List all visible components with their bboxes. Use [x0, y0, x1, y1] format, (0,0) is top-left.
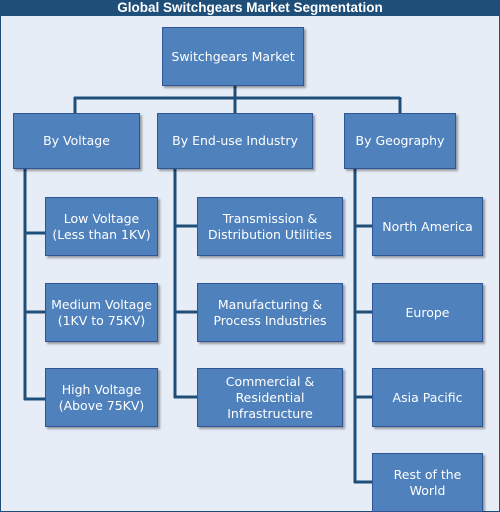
node-label: Commercial & Residential Infrastructure — [225, 373, 315, 421]
category-label: By End-use Industry — [172, 133, 298, 148]
node-rest-of-the-world: Rest of the World — [372, 453, 483, 512]
category-by-voltage: By Voltage — [13, 113, 140, 169]
node-north-america: North America — [372, 197, 483, 256]
category-label: By Voltage — [43, 133, 110, 148]
node-medium-voltage: Medium Voltage (1KV to 75KV) — [45, 283, 158, 342]
category-by-end-use-industry: By End-use Industry — [157, 113, 313, 169]
node-europe: Europe — [372, 283, 483, 342]
node-label: High Voltage (Above 75KV) — [58, 381, 145, 413]
node-low-voltage: Low Voltage (Less than 1KV) — [45, 197, 158, 256]
node-transmission-distribution: Transmission & Distribution Utilities — [197, 197, 343, 256]
category-label: By Geography — [355, 133, 445, 148]
title-bar — [1, 1, 499, 16]
node-asia-pacific: Asia Pacific — [372, 368, 483, 427]
node-label: Low Voltage (Less than 1KV) — [52, 210, 151, 242]
diagram-title: Global Switchgears Market Segmentation — [117, 0, 383, 15]
node-manufacturing-process: Manufacturing & Process Industries — [197, 283, 343, 342]
node-high-voltage: High Voltage (Above 75KV) — [45, 368, 158, 427]
node-label: Europe — [405, 304, 450, 320]
node-label: Rest of the World — [393, 466, 462, 498]
node-label: North America — [382, 218, 473, 234]
node-label: Manufacturing & Process Industries — [213, 296, 327, 328]
root-node: Switchgears Market — [162, 27, 304, 86]
node-label: Medium Voltage (1KV to 75KV) — [51, 296, 152, 328]
node-label: Transmission & Distribution Utilities — [208, 210, 332, 242]
category-by-geography: By Geography — [344, 113, 456, 169]
node-commercial-residential: Commercial & Residential Infrastructure — [197, 368, 343, 427]
root-node-label: Switchgears Market — [171, 48, 295, 64]
node-label: Asia Pacific — [392, 389, 463, 405]
